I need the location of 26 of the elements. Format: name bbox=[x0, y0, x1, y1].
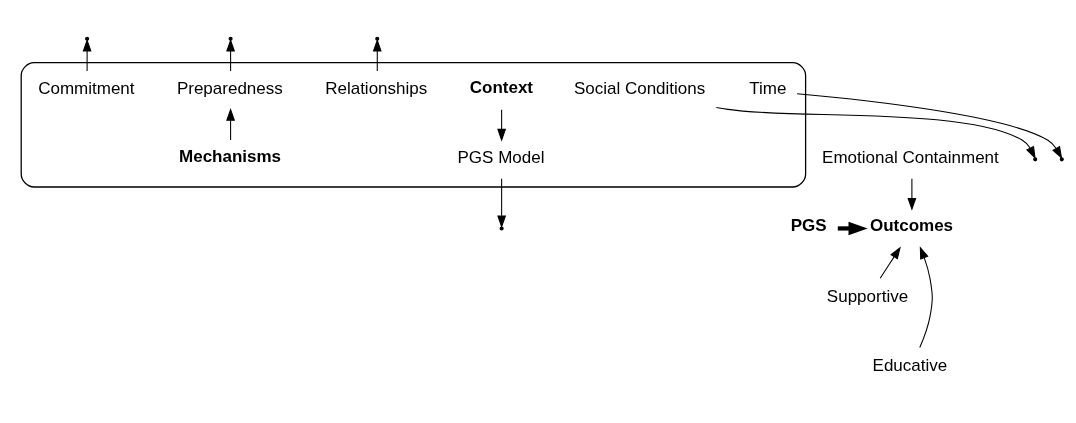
node-text: Mechanisms bbox=[179, 147, 282, 167]
node-text: PGS bbox=[790, 216, 827, 236]
node-text: Commitment bbox=[38, 79, 135, 99]
arrow bbox=[226, 108, 236, 141]
arrow bbox=[372, 38, 382, 72]
arrow bbox=[226, 38, 236, 72]
node-text: Educative bbox=[872, 355, 948, 375]
node-text: Outcomes bbox=[869, 216, 954, 236]
cluster bbox=[20, 62, 807, 188]
arrow bbox=[715, 106, 1036, 160]
arrow bbox=[497, 178, 507, 229]
node-text: Emotional Containment bbox=[822, 148, 999, 168]
node-text: PGS Model bbox=[457, 148, 545, 168]
arrow bbox=[796, 93, 1063, 160]
node-text: Preparedness bbox=[176, 79, 283, 99]
node-text: Relationships bbox=[325, 79, 428, 99]
node-text: Social Conditions bbox=[573, 79, 706, 99]
arrow bbox=[919, 246, 933, 348]
arrow bbox=[907, 178, 917, 211]
arrow bbox=[837, 221, 868, 236]
node-text: Context bbox=[469, 78, 534, 98]
arrow bbox=[497, 109, 507, 142]
arrow bbox=[82, 38, 92, 72]
arrow bbox=[879, 246, 901, 279]
node-text: Time bbox=[749, 79, 787, 99]
node-text: Supportive bbox=[826, 286, 909, 306]
